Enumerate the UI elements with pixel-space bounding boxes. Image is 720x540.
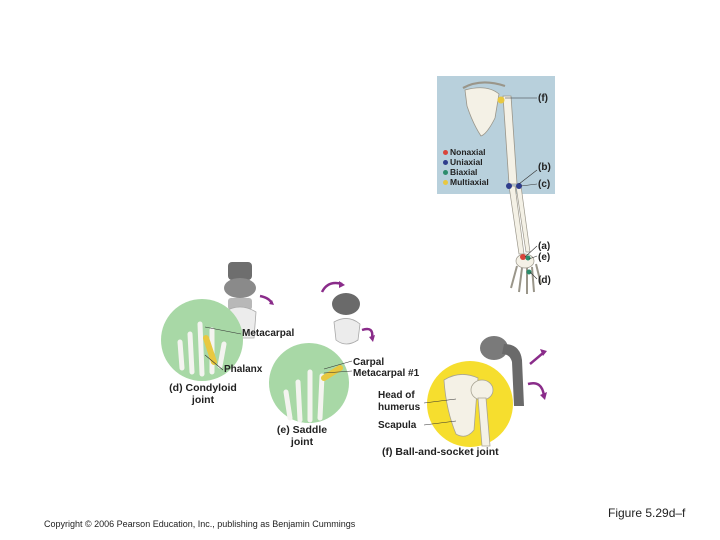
legend-label: Multiaxial [450, 177, 489, 187]
metacarpal-label: Metacarpal [242, 328, 295, 339]
humerus-label: humerus [378, 402, 421, 413]
label-b: (b) [538, 162, 551, 173]
shoulder-circle [427, 361, 513, 447]
metacarpal-1-label: Metacarpal #1 [353, 368, 420, 379]
saddle-caption: (e) Saddle joint [262, 424, 342, 448]
saddle-caption-line2: joint [290, 436, 314, 448]
condyloid-caption: (d) Condyloid joint [158, 382, 248, 406]
legend-item: Biaxial [443, 168, 477, 177]
carpal-label: Carpal [353, 357, 385, 368]
label-f: (f) [538, 93, 548, 104]
legend-dot [443, 150, 448, 156]
label-a: (a) [538, 241, 551, 252]
label-c: (c) [538, 179, 551, 190]
legend-label: Nonaxial [450, 147, 486, 157]
saddle-caption-line1: (e) Saddle [276, 424, 328, 436]
condyloid-hand-circle [161, 299, 243, 381]
legend-dot [443, 170, 448, 176]
legend-item: Uniaxial [443, 158, 483, 167]
figure-label: Figure 5.29d–f [608, 506, 686, 520]
scapula-label: Scapula [378, 420, 417, 431]
legend-dot [443, 160, 448, 166]
saddle-leader-lines [323, 360, 353, 374]
phalanx-label: Phalanx [224, 364, 263, 375]
label-d: (d) [538, 275, 551, 286]
condyloid-caption-line2: joint [191, 394, 215, 406]
condyloid-leader-lines [204, 326, 242, 371]
legend-dot [443, 180, 448, 186]
condyloid-caption-line1: (d) Condyloid [169, 382, 237, 394]
legend-label: Biaxial [450, 167, 478, 177]
ball-socket-leader-lines [423, 398, 457, 426]
ball-socket-model [480, 336, 547, 406]
head-of-humerus-label: Head of [378, 390, 415, 401]
legend-item: Nonaxial [443, 148, 485, 157]
copyright-text: Copyright © 2006 Pearson Education, Inc.… [44, 519, 356, 529]
saddle-hand-circle [269, 343, 349, 423]
legend-item: Multiaxial [443, 178, 489, 187]
label-e: (e) [538, 252, 551, 263]
arm-skeleton-illustration [462, 81, 542, 294]
legend-label: Uniaxial [450, 157, 483, 167]
ball-socket-caption: (f) Ball-and-socket joint [382, 446, 499, 458]
saddle-joint-model [320, 281, 375, 345]
